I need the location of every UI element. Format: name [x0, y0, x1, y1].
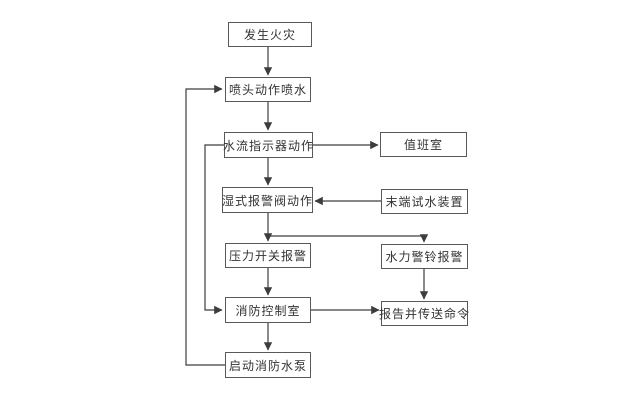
node-duty-room: 值班室: [380, 132, 467, 157]
node-hydraulic-bell: 水力警铃报警: [381, 244, 468, 269]
node-pressure-switch: 压力开关报警: [225, 243, 311, 268]
node-wet-alarm-valve: 湿式报警阀动作: [222, 187, 313, 213]
node-report-command: 报告并传送命令: [379, 301, 469, 326]
node-fire-occurs: 发生火灾: [228, 22, 312, 47]
node-flow-indicator: 水流指示器动作: [223, 132, 313, 158]
node-start-fire-pump: 启动消防水泵: [225, 352, 311, 378]
node-fire-control-room: 消防控制室: [225, 297, 311, 323]
edge-flow-indicator-to-control-room: [204, 144, 224, 315]
edge-pump-feedback-to-sprinkler: [185, 84, 225, 366]
edge-wet-valve-branch: [267, 213, 424, 237]
node-end-test-device: 末端试水装置: [381, 189, 468, 214]
node-sprinkler-sprays: 喷头动作喷水: [225, 77, 311, 102]
